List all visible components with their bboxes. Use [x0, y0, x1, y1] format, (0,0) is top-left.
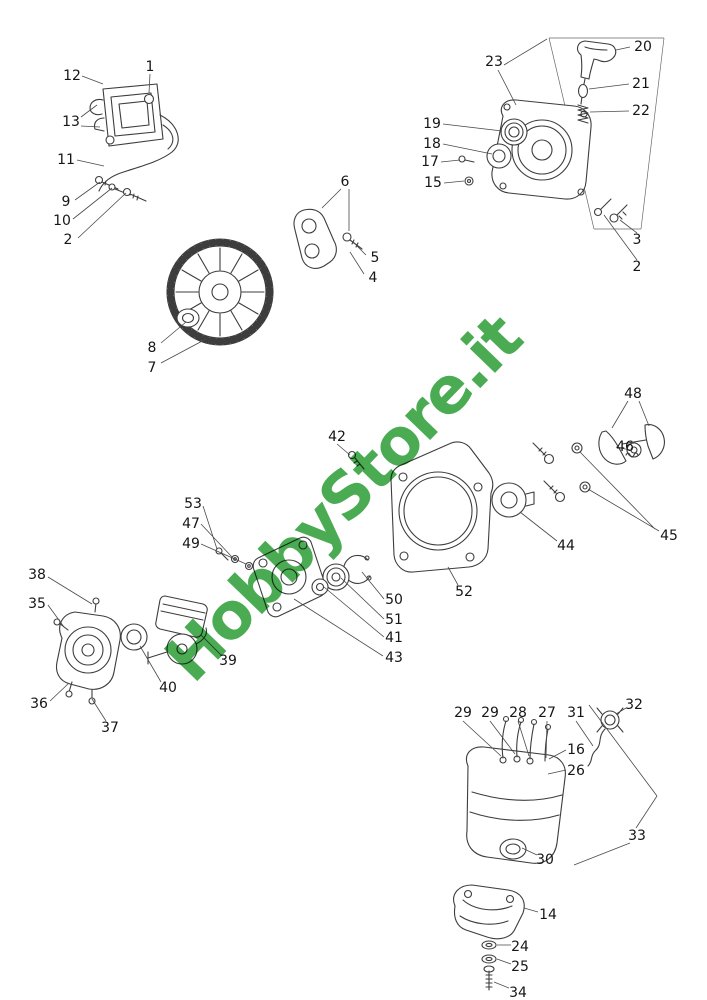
primer-bulb-art	[587, 707, 624, 767]
crankcase-half-art	[53, 597, 121, 705]
part-label-32: 32	[625, 697, 643, 713]
part-label-23: 23	[485, 54, 503, 70]
part-label-18: 18	[423, 136, 441, 152]
part-label-14: 14	[539, 907, 557, 923]
part-label-22: 22	[632, 103, 650, 119]
part-label-20: 20	[634, 39, 652, 55]
piston-crankshaft-art	[147, 595, 208, 665]
crankcase-plate-art	[252, 536, 327, 618]
part-label-27: 27	[538, 705, 556, 721]
part-label-45: 45	[660, 528, 678, 544]
part-label-30: 30	[536, 852, 554, 868]
ignition-coil-art	[89, 83, 164, 147]
part-label-10: 10	[53, 213, 71, 229]
part-label-50: 50	[385, 592, 403, 608]
part-label-4: 4	[368, 270, 378, 286]
tank-guard-art	[453, 884, 525, 940]
part-label-48: 48	[624, 386, 642, 402]
part-label-11: 11	[57, 152, 75, 168]
part-label-44: 44	[557, 538, 575, 554]
engine-cover-art	[390, 441, 494, 573]
part-label-16: 16	[567, 742, 585, 758]
pawl-bracket-art	[293, 208, 363, 269]
part-label-6: 6	[340, 174, 350, 190]
clutch-drum-art	[491, 482, 535, 518]
part-label-51: 51	[385, 612, 403, 628]
part-label-3: 3	[632, 232, 642, 248]
starter-assembly-art	[458, 99, 592, 200]
part-label-24: 24	[511, 939, 529, 955]
part-label-47: 47	[182, 516, 200, 532]
part-label-28: 28	[509, 705, 527, 721]
part-label-38: 38	[28, 567, 46, 583]
part-label-9: 9	[61, 194, 71, 210]
part-label-17: 17	[421, 154, 439, 170]
circlip-bearing-washer-art	[311, 554, 372, 596]
part-label-26: 26	[567, 763, 585, 779]
leader-lines	[47, 38, 660, 989]
part-label-2: 2	[63, 232, 73, 248]
screw-42-art	[347, 450, 365, 470]
part-label-53: 53	[184, 496, 202, 512]
part-label-12: 12	[63, 68, 81, 84]
part-label-40: 40	[159, 680, 177, 696]
part-label-25: 25	[511, 959, 529, 975]
part-label-52: 52	[455, 584, 473, 600]
part-label-29: 29	[481, 705, 499, 721]
part-label-36: 36	[30, 696, 48, 712]
clutch-fasteners-art	[532, 442, 591, 503]
bearing-sleeve-art	[120, 623, 148, 651]
fuel-tank-art	[466, 715, 566, 864]
part-label-46: 46	[616, 439, 634, 455]
tank-fasteners-art	[481, 940, 497, 991]
part-label-42: 42	[328, 429, 346, 445]
part-label-21: 21	[632, 76, 650, 92]
crankcase-fasteners-art	[215, 547, 254, 571]
part-label-29: 29	[454, 705, 472, 721]
part-label-8: 8	[147, 340, 157, 356]
flywheel-art	[166, 238, 274, 346]
part-label-43: 43	[385, 650, 403, 666]
fasteners-top-left-art	[94, 175, 147, 202]
part-label-41: 41	[385, 630, 403, 646]
part-label-7: 7	[147, 360, 157, 376]
part-label-39: 39	[219, 653, 237, 669]
part-label-31: 31	[567, 705, 585, 721]
part-label-34: 34	[509, 985, 527, 1000]
part-label-49: 49	[182, 536, 200, 552]
part-label-2: 2	[632, 259, 642, 275]
part-label-33: 33	[628, 828, 646, 844]
screws-right-art	[593, 198, 628, 223]
part-label-19: 19	[423, 116, 441, 132]
part-label-13: 13	[62, 114, 80, 130]
part-label-5: 5	[370, 250, 380, 266]
part-label-35: 35	[28, 596, 46, 612]
part-label-1: 1	[145, 59, 155, 75]
part-label-15: 15	[424, 175, 442, 191]
starter-handle-art	[576, 40, 617, 124]
part-label-37: 37	[101, 720, 119, 736]
clutch-art	[598, 424, 665, 465]
